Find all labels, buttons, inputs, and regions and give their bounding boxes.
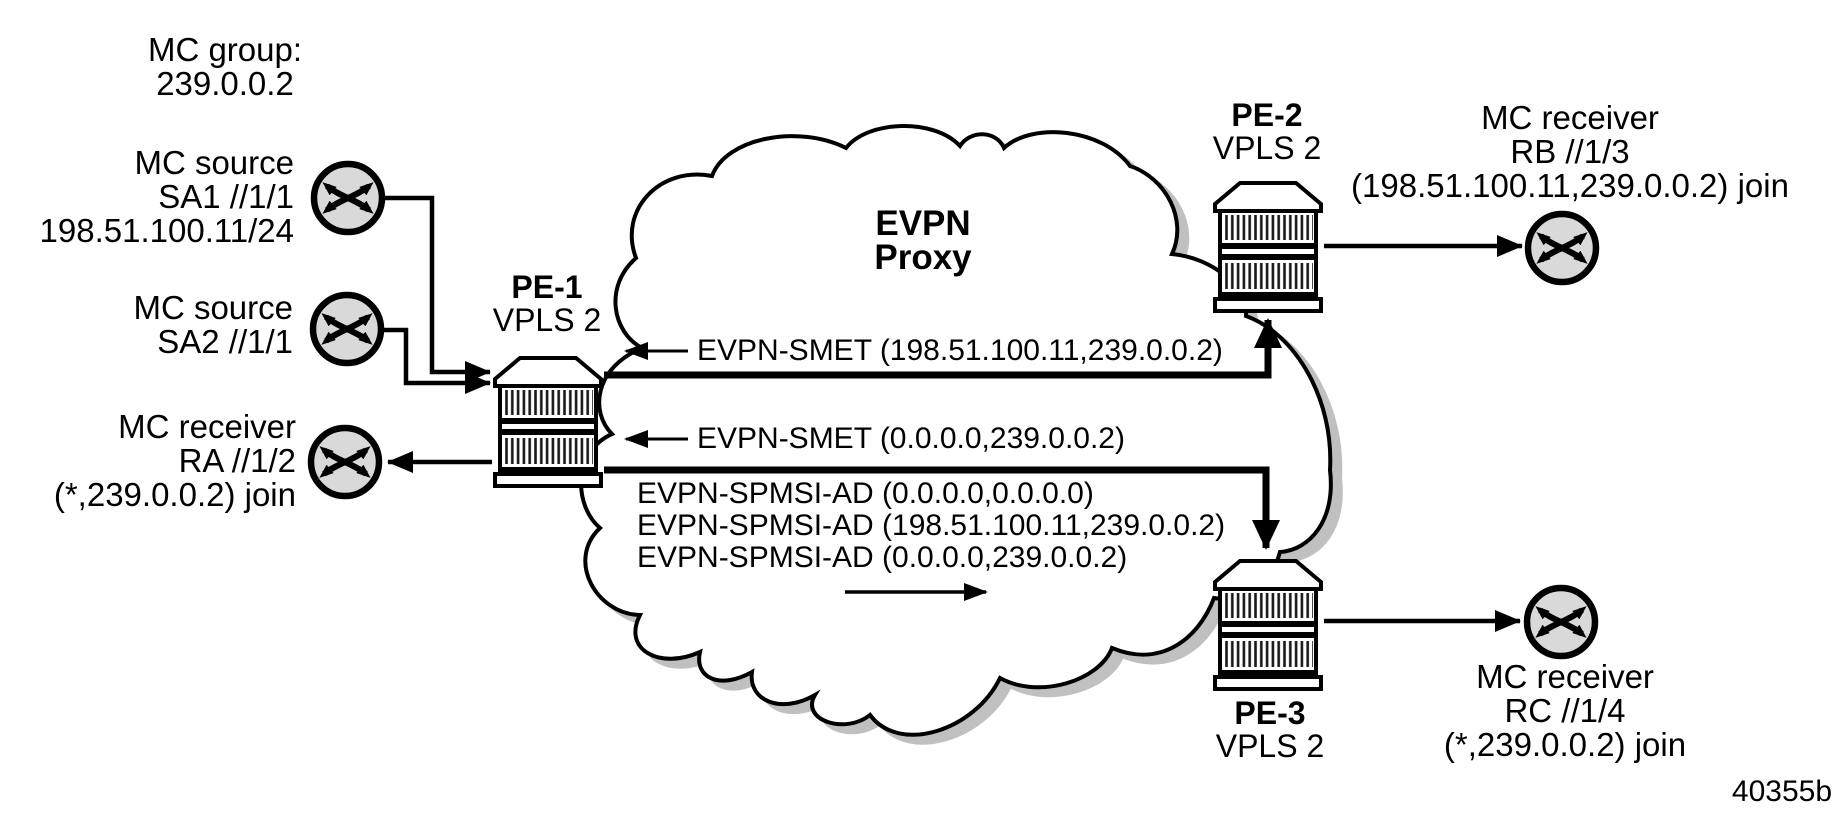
mc-source-sa1-icon: [314, 164, 382, 232]
pe1-router-icon: [493, 356, 603, 488]
pe3-router-icon: [1213, 559, 1323, 691]
mc-receiver-ra-icon: [311, 428, 379, 496]
smet-star-message: EVPN-SMET (0.0.0.0,239.0.0.2): [697, 422, 1125, 455]
mc-source-sa2-label: MC source SA2 //1/1: [133, 289, 293, 360]
link-sa1-to-pe1: [384, 195, 491, 383]
mc-source-sa1-label: MC source SA1 //1/1 198.51.100.11/24: [39, 144, 294, 249]
flow-pe1-to-pe2-smet: [604, 318, 1282, 379]
flow-pe1-to-pe3-spmsi: [604, 466, 1280, 550]
mc-receiver-rc-icon: [1527, 588, 1595, 656]
pe2-name-label: PE-2: [1231, 97, 1303, 133]
evpn-proxy-title: EVPN Proxy: [874, 204, 972, 277]
mc-source-sa2-icon: [313, 295, 381, 363]
pe2-service-label: VPLS 2: [1212, 130, 1322, 166]
pe1-service-label: VPLS 2: [492, 302, 602, 338]
figure-code: 40355b: [1731, 775, 1832, 808]
spmsi-ad-messages: EVPN-SPMSI-AD (0.0.0.0,0.0.0.0) EVPN-SPM…: [637, 477, 1226, 574]
mc-group-label: MC group: 239.0.0.2: [147, 31, 303, 102]
mc-receiver-rb-label: MC receiver RB //1/3 (198.51.100.11,239.…: [1351, 99, 1789, 204]
smet-source-message: EVPN-SMET (198.51.100.11,239.0.0.2): [697, 334, 1223, 367]
pe2-router-icon: [1213, 181, 1323, 313]
link-sa2-to-pe1: [383, 327, 491, 394]
mc-receiver-rb-icon: [1528, 214, 1596, 282]
pe3-name-label: PE-3: [1234, 695, 1306, 731]
mc-receiver-ra-label: MC receiver RA //1/2 (*,239.0.0.2) join: [53, 408, 296, 513]
pe3-service-label: VPLS 2: [1215, 728, 1325, 764]
mc-receiver-rc-label: MC receiver RC //1/4 (*,239.0.0.2) join: [1443, 658, 1687, 763]
pe1-name-label: PE-1: [511, 269, 583, 305]
